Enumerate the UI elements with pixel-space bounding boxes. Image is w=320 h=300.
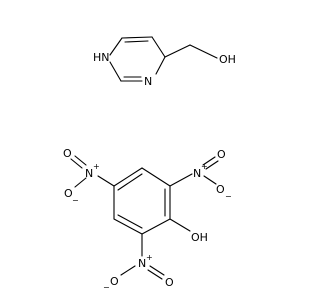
bond-c-nitro-left (97, 175, 115, 187)
structure-svg: HN N OH OH N + O (63, 36, 236, 292)
bond-nbottom-oright (149, 265, 165, 276)
bond-nbottom-oright-double (147, 269, 163, 280)
nitro-left-minus: − (72, 196, 79, 205)
bond-nleft-otop-double (70, 158, 83, 169)
bond-nright-otop (202, 156, 216, 166)
imidazolylmethanol-structure: HN N OH (93, 36, 236, 88)
oh-label-2: OH (191, 231, 208, 244)
bond-c5-n1 (109, 37, 123, 56)
bond-nright-otop-double (205, 160, 219, 170)
nitro-right-o-top: O (217, 148, 226, 161)
bond-nright-obottom (203, 175, 217, 185)
bond-n1-c2 (109, 61, 122, 82)
ring-bond-3 (141, 218, 171, 235)
n-label: N (144, 75, 152, 88)
nitro-bottom-o-left: O (110, 275, 119, 288)
nh-label: HN (93, 51, 110, 64)
oh-label-1: OH (219, 53, 236, 66)
bond-nbottom-oleft (120, 265, 136, 276)
bond-ch2-o (189, 44, 218, 59)
picric-acid-structure: OH N + O O − N + O O − N + O − O (63, 147, 232, 292)
nitro-left-o-top: O (63, 147, 72, 160)
nitro-bottom-minus: − (103, 283, 110, 292)
nitro-left-o-bottom: O (64, 187, 73, 200)
nitro-left-plus: + (93, 162, 100, 171)
bond-c4-c5ring (151, 36, 166, 58)
bond-c-nitro-right (169, 173, 193, 187)
bond-c4-ch2 (164, 44, 191, 58)
nitro-right-o-bottom: O (216, 183, 225, 196)
nitro-right-plus: + (201, 162, 208, 171)
nitro-bottom-n: N (138, 257, 146, 270)
ring-bond-4-double (117, 214, 143, 229)
bond-c-oh (169, 218, 191, 232)
nitro-bottom-plus: + (146, 253, 153, 262)
bond-n3-c4 (155, 56, 166, 75)
nitro-bottom-o-right: O (165, 276, 174, 289)
ring-bond-4 (113, 218, 143, 235)
ring-bond-1 (141, 167, 171, 187)
ring-bond-6 (113, 167, 143, 187)
bond-c5-c4 (121, 36, 153, 39)
ring-bond-6-double (117, 173, 143, 191)
bond-nleft-otop (74, 155, 87, 166)
structure-canvas: HN N OH OH N + O (63, 36, 236, 292)
bond-nleft-obottom (74, 177, 87, 188)
nitro-right-n: N (193, 167, 201, 180)
nitro-right-minus: − (225, 192, 232, 201)
bond-c5-c4-double (124, 40, 149, 43)
nitro-left-n: N (85, 167, 93, 180)
